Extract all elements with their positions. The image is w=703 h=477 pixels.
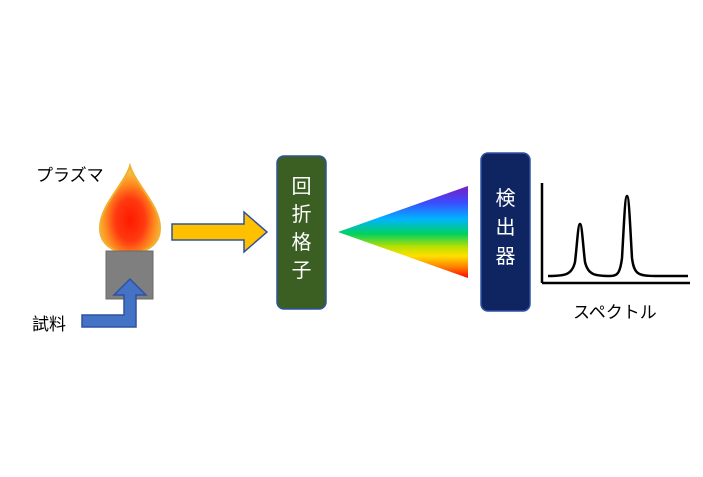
detector-char-2: 出 [496,215,516,239]
spectrum-label: スペクトル [573,303,657,323]
sample-arrow [81,277,148,328]
sample-label: 試料 [32,315,66,335]
grating-char-3: 格 [292,230,312,254]
detector-box [480,152,531,312]
detector-char-3: 器 [496,244,516,268]
grating-char-1: 回 [292,174,312,198]
spectrum-plot [540,183,690,285]
grating-char-2: 折 [292,202,312,226]
plasma-label: プラズマ [36,166,104,186]
diffraction-grating-box [276,155,327,310]
light-arrow [171,210,269,254]
grating-char-4: 子 [292,258,312,282]
spectrum-curve [547,194,688,278]
detector-char-1: 検 [496,186,516,210]
plasma-flame [98,162,162,255]
dispersed-spectrum-cone [338,186,468,278]
